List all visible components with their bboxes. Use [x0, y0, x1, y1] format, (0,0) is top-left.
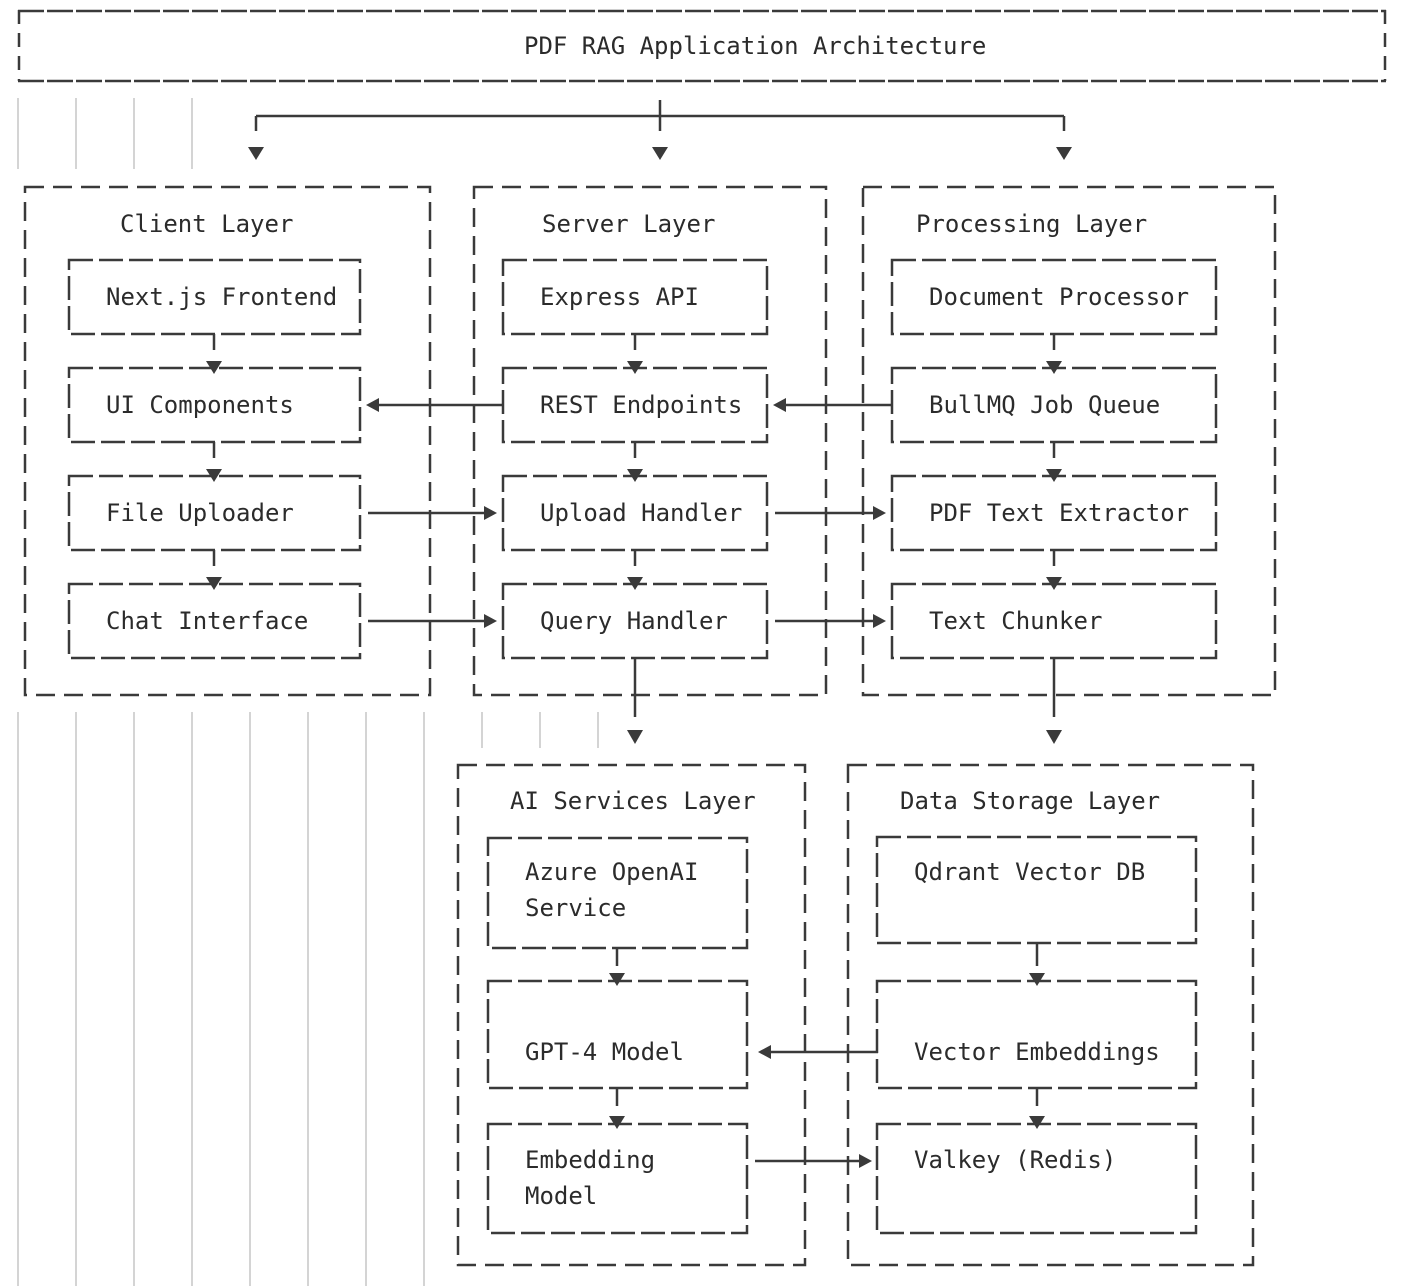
node-ui-components: UI Components	[106, 391, 294, 419]
node-azure-openai-service: Azure OpenAI Service	[525, 858, 699, 922]
arrowheads	[206, 147, 1072, 1168]
node-chat-interface: Chat Interface	[106, 607, 309, 635]
node-pdf-text-extractor: PDF Text Extractor	[929, 499, 1190, 527]
node-qdrant-vector-db: Qdrant Vector DB	[914, 858, 1146, 886]
node-query-handler: Query Handler	[540, 607, 728, 635]
node-file-uploader: File Uploader	[106, 499, 294, 527]
layer-title-client: Client Layer	[120, 210, 294, 238]
layer-title-data-storage: Data Storage Layer	[900, 787, 1161, 815]
node-nextjs-frontend: Next.js Frontend	[106, 283, 338, 311]
column-guide-lines	[17, 98, 599, 1286]
title-box-border	[17, 9, 1387, 83]
node-text-chunker: Text Chunker	[929, 607, 1103, 635]
node-document-processor: Document Processor	[929, 283, 1190, 311]
node-embedding-model: Embedding Model	[525, 1146, 656, 1210]
diagram-title: PDF RAG Application Architecture	[524, 31, 987, 60]
node-upload-handler: Upload Handler	[540, 499, 743, 527]
layer-title-ai-services: AI Services Layer	[510, 787, 756, 815]
connector-lines	[212, 100, 1066, 1163]
layer-title-server: Server Layer	[542, 210, 716, 238]
node-express-api: Express API	[540, 283, 699, 311]
node-gpt4-model: GPT-4 Model	[525, 1038, 684, 1066]
layer-title-processing: Processing Layer	[916, 210, 1148, 238]
node-bullmq-job-queue: BullMQ Job Queue	[929, 391, 1161, 419]
node-valkey-redis: Valkey (Redis)	[914, 1146, 1117, 1174]
node-rest-endpoints: REST Endpoints	[540, 391, 743, 419]
layer-borders	[23, 185, 1277, 1267]
node-vector-embeddings: Vector Embeddings	[914, 1038, 1160, 1066]
